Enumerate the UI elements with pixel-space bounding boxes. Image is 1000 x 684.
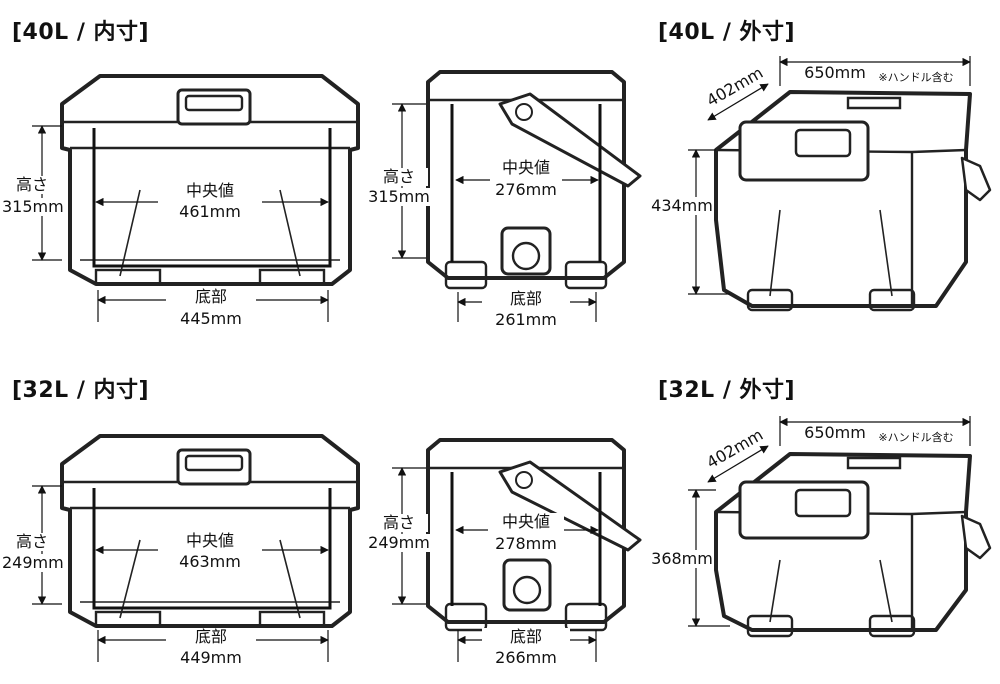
l32-outer-width-note: ※ハンドル含む — [870, 429, 962, 447]
l40-front-bottom-value: 445mm — [180, 309, 242, 328]
l40-side-bottom-value: 261mm — [495, 310, 557, 329]
l40-side-center-label: 中央値 — [488, 159, 564, 177]
l32-outer-width: 650mm — [802, 424, 868, 442]
l32-side-center-label: 中央値 — [488, 513, 564, 531]
cooler-40l-front-view — [60, 74, 360, 286]
l32-side-bottom-value: 266mm — [495, 648, 557, 667]
l32-front-height-label: 高さ — [4, 533, 60, 551]
l40-front-bottom-label: 底部 — [166, 288, 256, 306]
l40-side-height-label: 高さ — [370, 168, 428, 186]
l40-outer-width: 650mm — [802, 64, 868, 82]
cooler-32l-front-view — [60, 434, 360, 628]
title-32l-inner: [32L / 内寸] — [12, 378, 150, 403]
l32-side-bottom-label: 底部 — [482, 628, 570, 646]
l40-side-center-value: 276mm — [488, 181, 564, 199]
l40-front-center-label: 中央値 — [160, 182, 260, 200]
title-32l-outer: [32L / 外寸] — [658, 378, 796, 403]
l32-front-height-value: 249mm — [2, 553, 64, 572]
l40-side-bottom-label: 底部 — [482, 290, 570, 308]
title-40l-inner: [40L / 内寸] — [12, 20, 150, 45]
l32-side-height-label: 高さ — [370, 514, 428, 532]
cooler-32l-outer-view — [714, 452, 992, 638]
l40-outer-width-note: ※ハンドル含む — [870, 69, 962, 87]
l40-front-height-label: 高さ — [4, 176, 60, 194]
title-40l-outer: [40L / 外寸] — [658, 20, 796, 45]
l32-front-center-label: 中央値 — [160, 532, 260, 550]
l32-front-bottom-label: 底部 — [166, 628, 256, 646]
l40-outer-height: 434mm — [650, 196, 714, 215]
l32-outer-height: 368mm — [650, 549, 714, 568]
l40-front-height-value: 315mm — [2, 197, 64, 216]
l32-side-center-value: 278mm — [488, 535, 564, 553]
l32-front-bottom-value: 449mm — [180, 648, 242, 667]
dim-40l-outer — [688, 56, 971, 295]
l32-side-height-value: 249mm — [366, 534, 432, 552]
l32-front-center-value: 463mm — [160, 553, 260, 571]
cooler-40l-outer-view — [714, 90, 992, 312]
l40-front-center-value: 461mm — [160, 203, 260, 221]
l40-side-height-value: 315mm — [366, 188, 432, 206]
cooler-32l-side-view — [426, 438, 642, 632]
